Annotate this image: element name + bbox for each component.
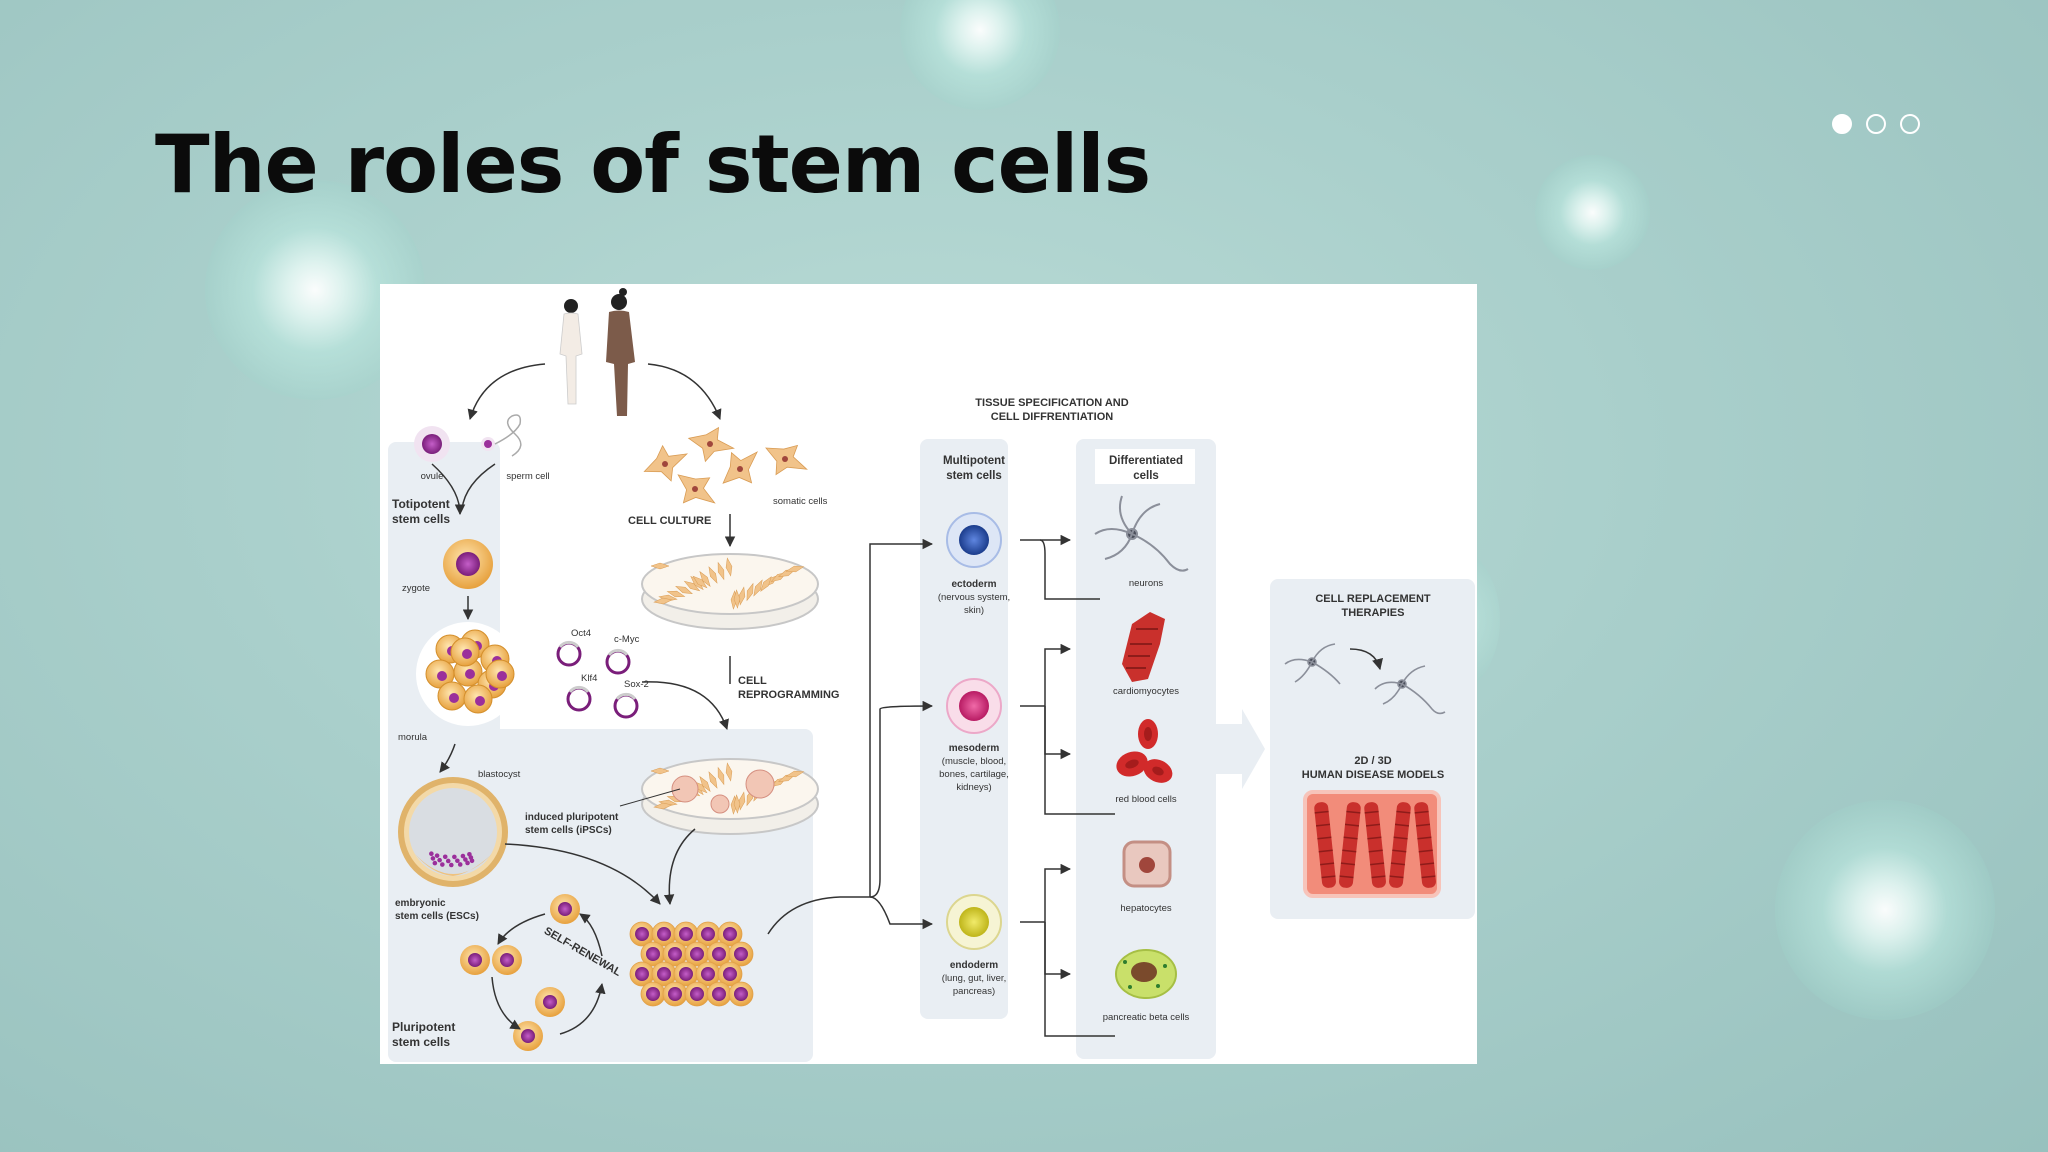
therapies-label-1: CELL REPLACEMENT (1315, 593, 1431, 605)
totipotent-label-1: Totipotent (392, 497, 450, 511)
pluripotent-label-2: stem cells (392, 1035, 450, 1049)
culture-dish-icon (641, 553, 819, 630)
sperm-icon (481, 414, 522, 457)
reprogramming-factors-icon (556, 640, 639, 719)
somatic-label: somatic cells (773, 496, 828, 507)
reprogramming-label-2: REPROGRAMMING (738, 689, 839, 701)
cell-culture-label: CELL CULTURE (628, 515, 711, 527)
pager-dot-1[interactable] (1832, 114, 1852, 134)
mesoderm-desc-1: (muscle, blood, (942, 756, 1006, 767)
differentiated-panel (1076, 439, 1216, 1059)
reprogramming-label-1: CELL (738, 675, 767, 687)
morula-label: morula (398, 732, 428, 743)
big-arrow (1216, 709, 1265, 789)
therapies-label-2: THERAPIES (1342, 607, 1405, 619)
neuron-transplant-icon (1284, 643, 1446, 715)
pager-dot-2[interactable] (1866, 114, 1886, 134)
differentiated-label-2: cells (1133, 470, 1159, 482)
slide-pager (1832, 114, 1920, 134)
pluripotent-label-1: Pluripotent (392, 1020, 455, 1034)
neurons-label: neurons (1129, 578, 1164, 589)
slide-title: The roles of stem cells (155, 118, 1151, 211)
tissue-spec-label-1: TISSUE SPECIFICATION AND (975, 397, 1128, 409)
escs-label-1: embryonic (395, 898, 446, 909)
mesoderm-cell-icon (959, 691, 989, 721)
ectoderm-cell-icon (959, 525, 989, 555)
blastocyst-label: blastocyst (478, 769, 521, 780)
beta-cells-label: pancreatic beta cells (1103, 1012, 1190, 1023)
ovule-label: ovule (421, 471, 444, 482)
background-bubble (1775, 800, 1995, 1020)
endoderm-desc-2: pancreas) (953, 986, 995, 997)
disease-model-icon (1303, 790, 1441, 898)
tissue-spec-label-2: CELL DIFFRENTIATION (991, 411, 1113, 423)
somatic-cells-icon (643, 426, 808, 504)
sox2-label: Sox-2 (624, 679, 649, 690)
ovule-icon (422, 434, 442, 454)
multipotent-label-1: Multipotent (943, 455, 1005, 467)
morula-icon (416, 622, 520, 726)
pluripotent-cell-cluster (629, 921, 754, 1007)
pager-dot-3[interactable] (1900, 114, 1920, 134)
beta-cell-icon (1115, 949, 1177, 999)
background-bubble (900, 0, 1060, 110)
ipscs-label-1: induced pluripotent (525, 812, 619, 823)
ectoderm-desc-1: (nervous system, (938, 592, 1010, 603)
endoderm-label: endoderm (950, 960, 998, 971)
mesoderm-label: mesoderm (949, 743, 1000, 754)
cardiomyocytes-label: cardiomyocytes (1113, 686, 1179, 697)
oct4-label: Oct4 (571, 628, 591, 639)
endoderm-desc-1: (lung, gut, liver, (942, 973, 1006, 984)
cmyc-label: c-Myc (614, 634, 640, 645)
models-label-2: HUMAN DISEASE MODELS (1302, 769, 1444, 781)
differentiated-label-1: Differentiated (1109, 455, 1183, 467)
ipsc-dish-icon (641, 758, 819, 835)
ectoderm-label: ectoderm (951, 579, 996, 590)
hepatocytes-label: hepatocytes (1120, 903, 1171, 914)
cardiomyocyte-icon (1122, 612, 1165, 682)
ipscs-label-2: stem cells (iPSCs) (525, 825, 612, 836)
zygote-label: zygote (402, 583, 430, 594)
escs-label-2: stem cells (ESCs) (395, 911, 479, 922)
totipotent-label-2: stem cells (392, 512, 450, 526)
blastocyst-icon (398, 777, 508, 887)
endoderm-cell-icon (959, 907, 989, 937)
hepatocyte-icon (1122, 840, 1172, 888)
multipotent-label-2: stem cells (946, 470, 1002, 482)
human-figures-icon (559, 288, 635, 416)
klf4-label: Klf4 (581, 673, 597, 684)
sperm-label: sperm cell (506, 471, 549, 482)
ectoderm-desc-2: skin) (964, 605, 984, 616)
mesoderm-desc-2: bones, cartilage, (939, 769, 1009, 780)
stem-cell-diagram: ovule sperm cell Totipotent stem cells z… (380, 284, 1477, 1064)
red-blood-cell-icon (1116, 719, 1173, 783)
neuron-icon (1094, 495, 1189, 572)
background-bubble (1535, 155, 1650, 270)
mesoderm-desc-3: kidneys) (956, 782, 991, 793)
rbc-label: red blood cells (1115, 794, 1177, 805)
models-label-1: 2D / 3D (1354, 755, 1391, 767)
